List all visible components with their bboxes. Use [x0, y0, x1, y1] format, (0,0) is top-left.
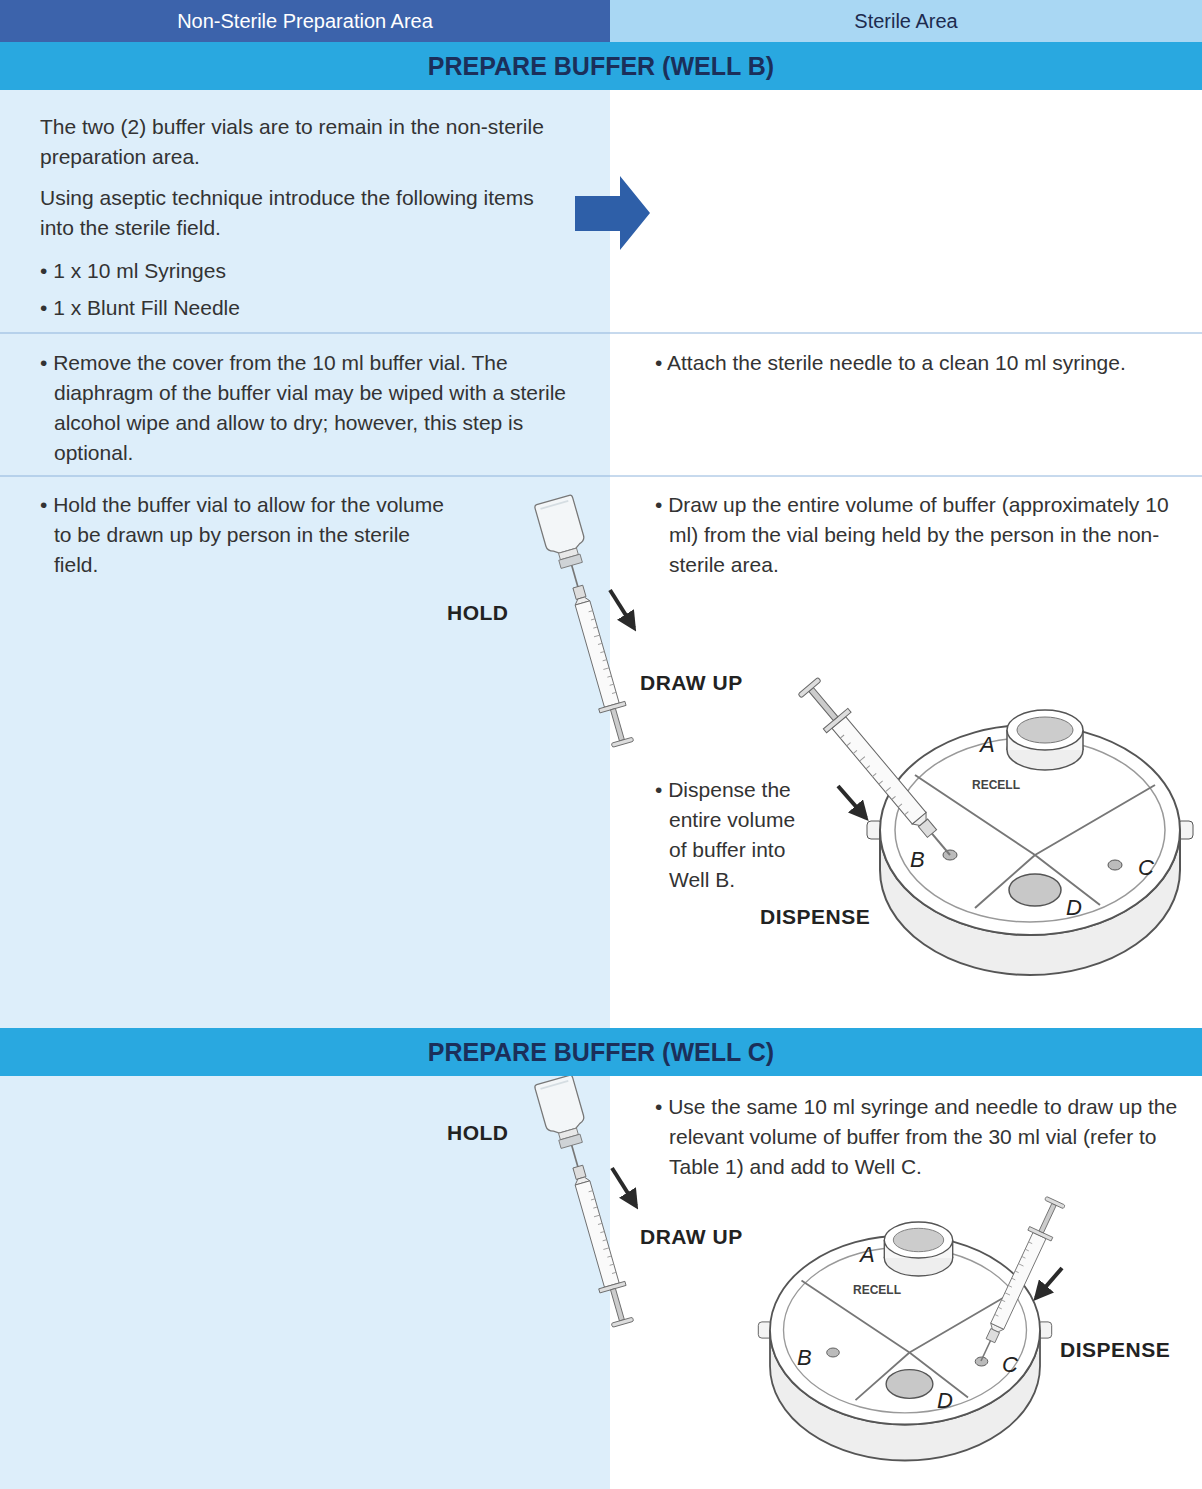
well-letter: C [1138, 856, 1154, 880]
syringe [969, 1195, 1067, 1366]
draw-arrow [612, 1168, 636, 1206]
brand-mark: RECELL [853, 1283, 901, 1297]
instruction-text: • Attach the sterile needle to a clean 1… [655, 348, 1180, 378]
dispense-arrow [838, 786, 866, 818]
section-band: PREPARE BUFFER (WELL C) [0, 1028, 1202, 1076]
draw-arrow [610, 590, 634, 628]
header-text: Non-Sterile Preparation Area [12, 9, 598, 33]
well-letter: D [1066, 896, 1082, 920]
well-letter: D [937, 1389, 953, 1413]
item-text: • 1 x 10 ml Syringes [40, 256, 560, 286]
well-letter: C [1002, 1353, 1018, 1377]
brand-mark: RECELL [972, 778, 1020, 792]
action-label: DISPENSE [760, 902, 870, 932]
recell-device [867, 710, 1193, 975]
instruction-text: The two (2) buffer vials are to remain i… [40, 112, 560, 172]
vial-and-syringe [534, 495, 642, 750]
non-sterile-column [0, 0, 610, 1489]
well-letter: A [980, 733, 995, 757]
section-band: PREPARE BUFFER (WELL B) [0, 42, 1202, 90]
item-text: • 1 x Blunt Fill Needle [40, 293, 560, 323]
instruction-text: • Draw up the entire volume of buffer (a… [655, 490, 1185, 580]
action-label: DRAW UP [640, 1222, 743, 1252]
row-divider [0, 333, 1202, 334]
instruction-text: • Dispense the entire volume of buffer i… [655, 775, 810, 895]
action-label: HOLD [447, 598, 509, 628]
recell-device [758, 1222, 1051, 1461]
header-text: Sterile Area [622, 9, 1190, 33]
dispense-arrow [1036, 1268, 1062, 1298]
well-letter: B [797, 1346, 812, 1370]
instruction-text: Using aseptic technique introduce the fo… [40, 183, 560, 243]
instruction-text: • Remove the cover from the 10 ml buffer… [40, 348, 580, 468]
transfer-arrow [575, 176, 650, 250]
well-letter: B [910, 848, 925, 872]
syringe [796, 675, 963, 865]
vial-and-syringe [534, 1075, 642, 1330]
instruction-text: • Hold the buffer vial to allow for the … [40, 490, 460, 580]
column-header: Sterile Area [610, 0, 1202, 42]
column-header: Non-Sterile Preparation Area [0, 0, 610, 42]
section-title: PREPARE BUFFER (WELL B) [12, 51, 1190, 81]
row-divider [0, 476, 1202, 477]
action-label: HOLD [447, 1118, 509, 1148]
action-label: DISPENSE [1060, 1335, 1170, 1365]
section-title: PREPARE BUFFER (WELL C) [12, 1037, 1190, 1067]
well-letter: A [860, 1243, 875, 1267]
instruction-text: • Use the same 10 ml syringe and needle … [655, 1092, 1185, 1182]
action-label: DRAW UP [640, 668, 743, 698]
